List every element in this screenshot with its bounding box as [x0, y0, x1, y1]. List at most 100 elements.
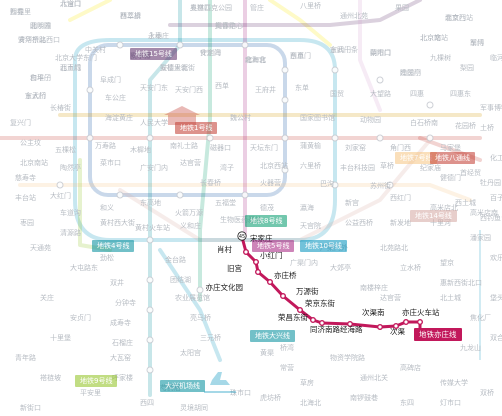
background-station-label: 牡丹园 — [480, 178, 501, 187]
station-dot[interactable] — [310, 317, 317, 324]
station-dot[interactable] — [297, 307, 304, 314]
background-station-label: 北海北 — [245, 55, 266, 64]
station-label[interactable]: 小红门 — [260, 250, 283, 260]
background-station-label: 潘家园 — [470, 233, 491, 242]
background-station-label: 黄渠 — [260, 348, 274, 357]
background-station-label: 健德门 — [440, 173, 461, 182]
line-badge[interactable]: 地铁7号线 — [395, 152, 438, 164]
background-station-label: 角门西 — [390, 143, 411, 152]
yizhuang-line-badge[interactable]: 地铁亦庄线 — [414, 328, 462, 341]
yizhuang-labels: 宋家庄肖村小红门旧宫亦庄桥亦庄文化园 万源街荣京东街荣昌东街同济南路经海路 次渠南次… — [206, 233, 440, 336]
background-station-label: 白石桥南 — [410, 118, 438, 127]
line-10-loop — [73, 38, 337, 242]
background-station-label: 通州北关 — [360, 373, 388, 382]
station-label[interactable]: 肖村 — [217, 244, 232, 254]
background-station-label: 灯市口 — [440, 398, 461, 407]
background-station-label: 达官营 — [380, 293, 401, 302]
background-station-label: 管庄 — [250, 3, 264, 12]
background-station-label: 北京南站 — [20, 158, 48, 167]
background-station-label: 和义 — [100, 203, 114, 212]
station-dot[interactable] — [252, 259, 259, 266]
background-station-label: 北沙滩 — [30, 21, 51, 30]
background-station-label: 公益西桥 — [345, 218, 373, 227]
background-station-label: 东直门 — [290, 51, 311, 60]
station-label[interactable]: 荣昌东街 — [278, 312, 308, 322]
background-station-label: 北海北 — [300, 398, 321, 407]
station-label[interactable]: 次渠 — [390, 326, 405, 336]
background-station-label: 东四 — [400, 398, 414, 407]
background-labels: 西苑圆明园北宫门安河桥北西二旗上地五道口知春路西直门积水潭鼓楼大街安定门雍和宫东… — [10, 0, 502, 412]
station-label[interactable]: 次渠南 — [362, 307, 385, 317]
background-station-label: 清源路 — [60, 228, 81, 237]
background-station-label: 望京 — [440, 258, 454, 267]
background-station-label: 十里堡 — [50, 333, 71, 342]
background-station-label: 新发地 — [390, 218, 411, 227]
line-badge[interactable]: 地铁15号线 — [130, 48, 177, 60]
background-station-label: 新宫 — [345, 198, 359, 207]
station-dot[interactable] — [319, 320, 326, 327]
line-badge[interactable]: 地铁5号线 — [252, 240, 295, 252]
station-label[interactable]: 宋家庄 — [250, 233, 273, 243]
station-dot[interactable] — [254, 269, 261, 276]
line-7 — [18, 183, 472, 202]
background-station-label: 苏州街 — [370, 181, 391, 190]
station-label[interactable]: 荣京东街 — [305, 298, 335, 308]
background-station-label: 丰台科技园 — [340, 163, 375, 172]
station-label[interactable]: 亦庄文化园 — [206, 282, 244, 292]
background-station-label: 人民大学 — [140, 118, 168, 127]
station-dot[interactable] — [347, 321, 354, 328]
background-station-label: 欢乐谷景区 — [490, 253, 502, 262]
station-label[interactable]: 亦庄火车站 — [402, 307, 440, 317]
line-badge[interactable]: 地铁1号线 — [175, 122, 218, 134]
background-station-label: 奥林匹克公园 — [190, 3, 232, 12]
line-badge[interactable]: 地铁10号线 — [300, 240, 347, 252]
station-label[interactable]: 同济南路 — [310, 324, 340, 334]
background-station-label: 北土城 — [440, 293, 461, 302]
line-badge[interactable]: 地铁大兴线 — [250, 330, 295, 342]
background-station-label: 生物医药基地 — [220, 215, 262, 224]
background-station-label: 菜市口 — [100, 158, 121, 167]
station-dot[interactable] — [393, 323, 400, 330]
station-dot[interactable] — [417, 319, 424, 326]
background-station-label: 海淀黄庄 — [105, 113, 133, 122]
background-station-label: 枣园 — [20, 218, 34, 227]
yizhuang-stations — [242, 248, 424, 331]
background-station-label: 天宫院 — [300, 221, 321, 230]
line-badge[interactable]: 地铁14号线 — [410, 210, 457, 222]
line-badge[interactable]: 地铁8号线 — [245, 215, 288, 227]
background-station-label: 陶然亭 — [400, 68, 421, 77]
background-station-label: 磁器口 — [210, 143, 231, 152]
station-label[interactable]: 亦庄桥 — [274, 270, 297, 280]
background-station-label: 金台路 — [165, 255, 186, 264]
background-station-label: 和平门 — [30, 73, 51, 82]
background-station-label: 黄村西大街 — [100, 218, 135, 227]
background-station-label: 高米店北 — [430, 203, 458, 212]
station-dot[interactable] — [377, 324, 384, 331]
background-station-label: 东四十条 — [330, 45, 358, 54]
tiananmen-icon — [164, 106, 200, 125]
line-badge[interactable]: 大兴机场线 — [160, 380, 205, 392]
background-station-label: 六里桥 — [300, 161, 321, 170]
station-label[interactable]: 经海路 — [340, 324, 363, 334]
background-station-label: 临河里 — [490, 53, 502, 62]
station-dot[interactable] — [280, 293, 287, 300]
background-station-label: 雍和宫 — [245, 55, 266, 64]
background-station-label: 西二旗 — [120, 11, 141, 20]
background-station-label: 陶然亭 — [60, 163, 81, 172]
station-dot[interactable] — [242, 248, 249, 255]
line-badge[interactable]: 地铁4号线 — [92, 240, 135, 252]
background-station-label: 北京大学东门 — [55, 53, 97, 62]
line-badge[interactable]: 地铁八通线 — [430, 152, 475, 164]
background-station-label: 中关村 — [85, 45, 106, 54]
background-station-label: 奥体中心 — [215, 21, 243, 30]
station-label[interactable]: 旧宫 — [227, 263, 242, 273]
background-station-label: 双合 — [490, 333, 502, 342]
background-station-label: 珠市口 — [230, 388, 251, 397]
line-badge[interactable]: 地铁9号线 — [75, 375, 118, 387]
station-label[interactable]: 万源街 — [296, 286, 319, 296]
background-station-label: 分钟寺 — [115, 298, 136, 307]
background-station-label: 四惠东 — [450, 89, 471, 98]
background-station-label: 桥湾 — [280, 343, 294, 352]
station-dot[interactable] — [403, 319, 410, 326]
station-dot[interactable] — [267, 279, 274, 286]
